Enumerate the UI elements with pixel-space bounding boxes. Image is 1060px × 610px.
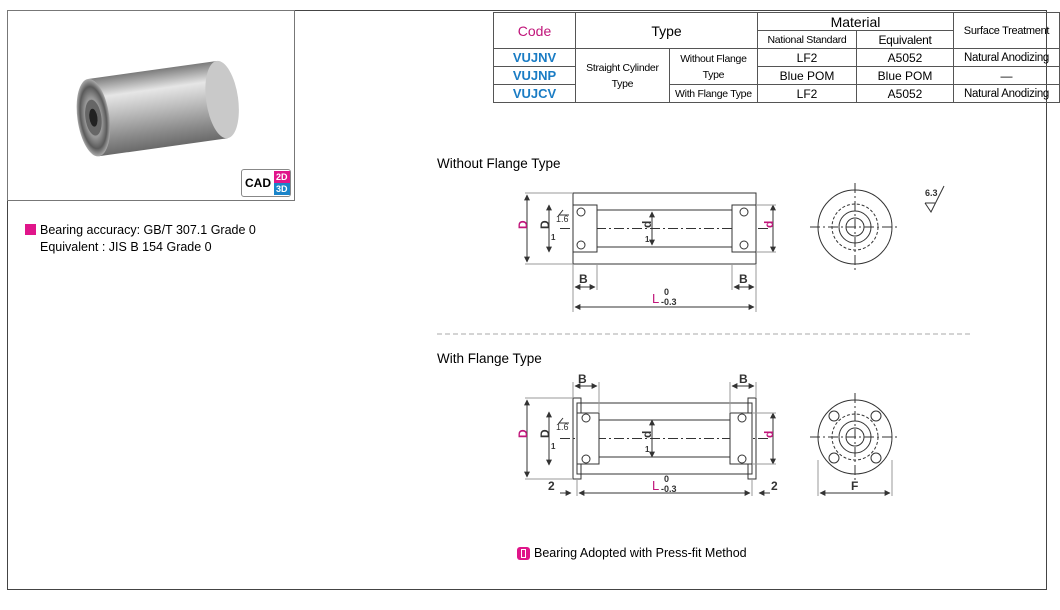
dim-D1-sub-bottom: 1	[551, 442, 556, 451]
dim-F: F	[851, 479, 858, 493]
tol-upper-bottom: 0	[664, 474, 669, 484]
equivalent-vujcv: A5052	[856, 84, 954, 103]
dim-D1-sub-top: 1	[551, 233, 556, 242]
without-flange-title: Without Flange Type	[437, 156, 561, 171]
spec-table: Code Type Material Surface Treatment Nat…	[493, 12, 1060, 103]
dim-D-bottom: D	[516, 429, 530, 438]
cad-label: CAD	[245, 176, 271, 190]
press-fit-note: Bearing Adopted with Press-fit Method	[517, 546, 747, 560]
bullet-square-icon	[25, 224, 36, 235]
dim-d1-top: d	[640, 221, 654, 228]
material-header: Material	[757, 12, 954, 31]
dim-D1-bottom: D	[538, 429, 552, 438]
press-fit-icon	[517, 546, 530, 560]
dim-B-right-bottom: B	[739, 372, 748, 386]
tol-lower-top: -0.3	[661, 297, 677, 307]
without-flange-label: Without Flange Type	[668, 48, 759, 85]
national-vujcv: LF2	[757, 84, 857, 103]
dim-B-left-top: B	[579, 272, 588, 286]
without-flange-side-view	[524, 192, 776, 312]
equivalent-vujnp: Blue POM	[856, 66, 954, 85]
dim-B-left-bottom: B	[578, 372, 587, 386]
type-header: Type	[575, 12, 758, 49]
dim-D1-top: D	[538, 220, 552, 229]
tol-lower-bottom: -0.3	[661, 484, 677, 494]
code-header: Code	[493, 12, 576, 49]
page-frame	[7, 10, 1047, 590]
with-flange-end-view	[810, 393, 900, 496]
surface-vujcv: Natural Anodizing	[953, 84, 1060, 103]
dim-d-bottom: d	[762, 431, 776, 438]
dim-d1-sub-top: 1	[645, 235, 650, 244]
dim-D-top: D	[516, 220, 530, 229]
press-fit-text: Bearing Adopted with Press-fit Method	[534, 546, 747, 560]
cylinder-image	[76, 60, 239, 157]
dim-2-left: 2	[548, 479, 555, 493]
note-line-1: Bearing accuracy: GB/T 307.1 Grade 0	[40, 223, 256, 237]
note-line-2: Equivalent : JIS B 154 Grade 0	[40, 240, 212, 254]
without-flange-end-view	[810, 183, 945, 271]
dim-B-right-top: B	[739, 272, 748, 286]
equivalent-vujnv: A5052	[856, 48, 954, 67]
code-vujcv[interactable]: VUJCV	[493, 84, 576, 103]
cad-3d-label: 3D	[274, 183, 290, 195]
code-vujnp[interactable]: VUJNP	[493, 66, 576, 85]
national-header: National Standard	[757, 30, 857, 49]
surface-header: Surface Treatment	[953, 12, 1060, 49]
with-flange-title: With Flange Type	[437, 351, 542, 366]
dim-L-top: L	[652, 291, 659, 306]
with-flange-label: With Flange Type	[668, 84, 759, 103]
with-flange-side-view	[524, 382, 776, 496]
dim-d1-sub-bottom: 1	[645, 445, 650, 454]
roughness-16-bottom: 1.6	[556, 422, 569, 432]
tol-upper-top: 0	[664, 287, 669, 297]
roughness-16-top: 1.6	[556, 214, 569, 224]
cad-2d-label: 2D	[274, 171, 290, 183]
equivalent-header: Equivalent	[856, 30, 954, 49]
cad-download-badge[interactable]: CAD 2D 3D	[241, 169, 291, 197]
dim-L-bottom: L	[652, 478, 659, 493]
bearing-accuracy-note: Bearing accuracy: GB/T 307.1 Grade 0 Equ…	[25, 222, 256, 256]
dim-d-top: d	[762, 221, 776, 228]
national-vujnv: LF2	[757, 48, 857, 67]
dim-2-right: 2	[771, 479, 778, 493]
roughness-63: 6.3	[925, 188, 938, 198]
dim-d1-bottom: d	[640, 431, 654, 438]
